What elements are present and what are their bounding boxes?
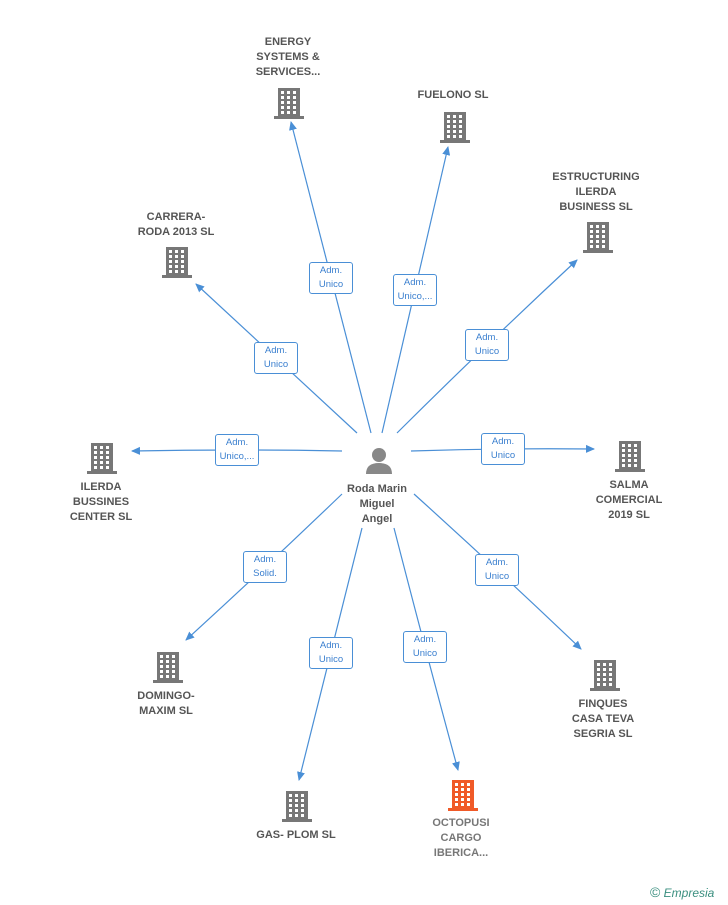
role-badge-gasplom[interactable]: Adm. Unico <box>309 637 353 669</box>
role-badge-finques[interactable]: Adm. Unico <box>475 554 519 586</box>
company-label-energy[interactable]: ENERGY SYSTEMS & SERVICES... <box>255 36 321 78</box>
company-label-gasplom[interactable]: GAS- PLOM SL <box>256 829 336 841</box>
building-icon <box>282 791 312 822</box>
company-label-domingo[interactable]: DOMINGO- MAXIM SL <box>137 690 195 717</box>
role-badge-ilerda[interactable]: Adm. Unico,... <box>215 434 259 466</box>
building-icon <box>162 247 192 278</box>
role-badge-fuelono[interactable]: Adm. Unico,... <box>393 274 437 306</box>
building-icon <box>87 443 117 474</box>
company-label-ilerda[interactable]: ILERDA BUSSINES CENTER SL <box>69 481 133 523</box>
role-badge-estructuring[interactable]: Adm. Unico <box>465 329 509 361</box>
building-icon <box>583 222 613 253</box>
company-label-estructuring[interactable]: ESTRUCTURING ILERDA BUSINESS SL <box>552 171 640 213</box>
role-badge-octopusi[interactable]: Adm. Unico <box>403 631 447 663</box>
company-label-carrera[interactable]: CARRERA- RODA 2013 SL <box>137 211 215 238</box>
copyright-symbol: © <box>650 884 661 900</box>
building-icon <box>274 88 304 119</box>
building-icon <box>448 780 478 811</box>
company-label-fuelono[interactable]: FUELONO SL <box>417 89 489 101</box>
empresia-watermark: © Empresia <box>650 884 714 900</box>
person-icon <box>366 448 392 474</box>
watermark-text: Empresia <box>663 886 715 900</box>
company-label-salma[interactable]: SALMA COMERCIAL 2019 SL <box>595 479 663 521</box>
person-name[interactable]: Roda Marin Miguel Angel <box>347 483 407 525</box>
role-badge-domingo[interactable]: Adm. Solid. <box>243 551 287 583</box>
building-icon <box>440 112 470 143</box>
role-badge-carrera[interactable]: Adm. Unico <box>254 342 298 374</box>
role-badge-salma[interactable]: Adm. Unico <box>481 433 525 465</box>
company-label-finques[interactable]: FINQUES CASA TEVA SEGRIA SL <box>571 698 635 740</box>
building-icon <box>153 652 183 683</box>
building-icon <box>615 441 645 472</box>
building-icon <box>590 660 620 691</box>
company-label-octopusi[interactable]: OCTOPUSI CARGO IBERICA... <box>432 817 490 859</box>
role-badge-energy[interactable]: Adm. Unico <box>309 262 353 294</box>
